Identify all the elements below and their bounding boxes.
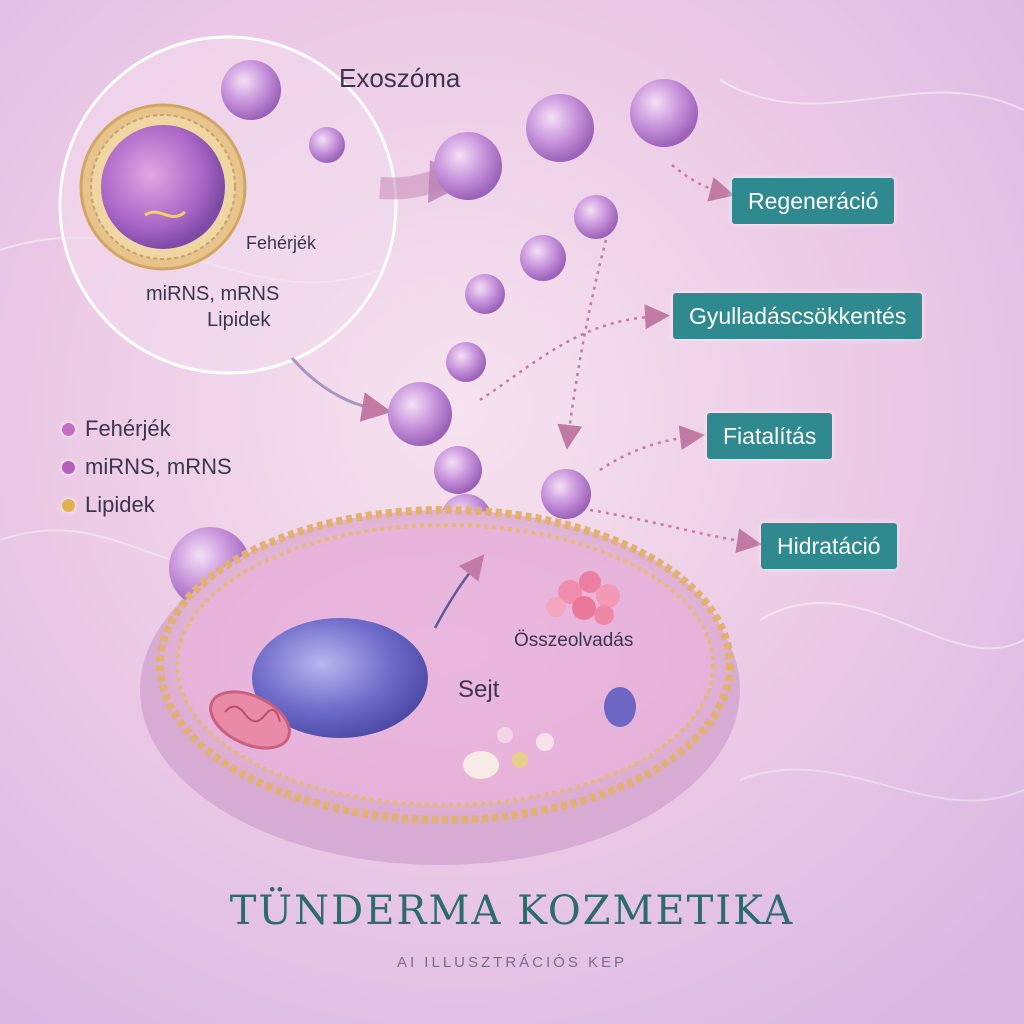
zoom-label-lipids: Lipidek — [207, 309, 271, 331]
pointer-arrow — [290, 357, 392, 422]
vesicle — [630, 79, 698, 147]
brand-title: TÜNDERMA KOZMETIKA — [229, 888, 795, 934]
swirl-line — [739, 768, 1024, 802]
vesicle — [526, 94, 594, 162]
vesicle — [388, 382, 452, 446]
vacuole — [604, 687, 636, 727]
legend-label: Fehérjék — [85, 416, 171, 441]
legend-dot-icon — [62, 460, 75, 474]
benefit-arrow — [479, 304, 670, 402]
zoom-label-rna: miRNS, mRNS — [146, 283, 280, 305]
vesicle — [221, 60, 281, 120]
zoom-label-proteins: Fehérjék — [246, 233, 317, 253]
legend-dot-icon — [62, 498, 75, 512]
legend-dot-icon — [62, 422, 75, 436]
vesicle — [434, 446, 482, 494]
vesicle — [465, 274, 505, 314]
legend-label: Lipidek — [85, 492, 155, 517]
legend-item-rna: miRNS, mRNS — [62, 454, 232, 480]
ai-credit: AI ILLUSZTRÁCIÓS KEP — [396, 954, 628, 971]
cell-label: Sejt — [458, 676, 500, 703]
rna-strand — [144, 210, 186, 219]
benefit-rejuvenation: Fiatalítás — [707, 413, 833, 459]
vesicle — [520, 235, 566, 281]
benefit-hydration: Hidratáció — [761, 523, 897, 569]
exosome-title: Exoszóma — [339, 63, 461, 93]
swirl-line — [759, 601, 1024, 650]
granule — [512, 752, 528, 768]
fusion-label: Összeolvadás — [514, 630, 634, 651]
golgi-cluster — [546, 571, 620, 625]
benefit-anti-inflammation: Gyulladáscsökkentés — [673, 293, 923, 339]
nucleus — [252, 618, 428, 738]
fusion-arrow — [433, 554, 485, 629]
granule — [497, 727, 513, 743]
legend-item-lipids: Lipidek — [62, 492, 155, 518]
vesicle — [434, 132, 502, 200]
exosome-core — [101, 125, 225, 249]
granule — [536, 733, 554, 751]
vesicle — [446, 342, 486, 382]
benefit-regeneration: Regeneráció — [732, 178, 895, 224]
vesicle — [309, 127, 345, 163]
vesicle — [541, 469, 591, 519]
mitochondrion-cristae — [224, 705, 281, 723]
swirl-line — [719, 79, 1024, 111]
benefit-arrow — [599, 425, 705, 472]
granule — [463, 751, 499, 779]
legend-item-proteins: Fehérjék — [62, 416, 171, 442]
legend-label: miRNS, mRNS — [85, 454, 232, 479]
vesicle — [574, 195, 618, 239]
